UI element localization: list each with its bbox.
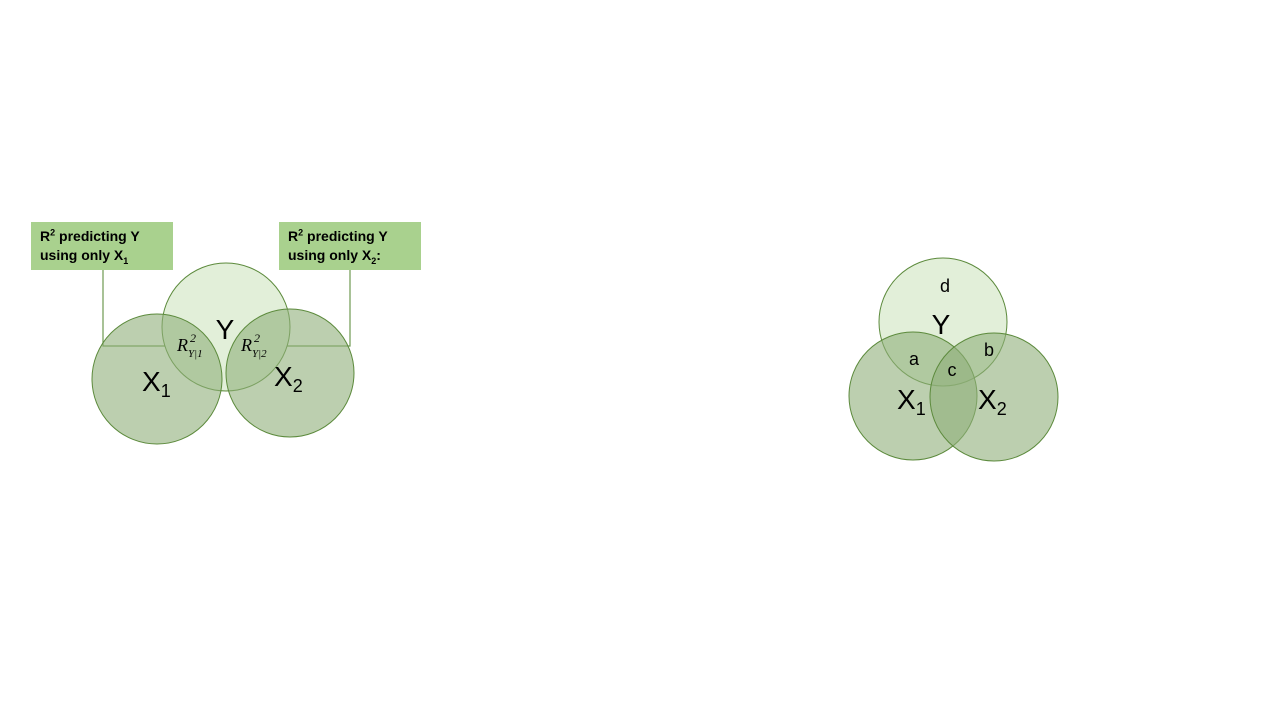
callout-left-line2: using only X1 — [40, 246, 165, 265]
left-x2-label: X2 — [274, 361, 303, 396]
overlap-y-x2-formula: R 2 Y|2 — [240, 331, 267, 360]
callout-left-r: R — [40, 228, 51, 244]
callout-left-line1: R2 predicting Y — [40, 227, 165, 246]
left-x1-label-sub: 1 — [161, 381, 171, 401]
callout-left-using: using only X — [40, 247, 124, 263]
callout-right-using: using only X — [288, 247, 372, 263]
callout-right-sub: 2 — [371, 255, 377, 266]
left-y-label: Y — [216, 314, 235, 345]
region-c-label: c — [948, 360, 957, 380]
callout-left-sub: 1 — [123, 255, 129, 266]
overlap-left-sub: Y|1 — [188, 348, 203, 360]
overlap-left-sup: 2 — [190, 331, 196, 345]
callout-right-suffix: : — [376, 247, 381, 263]
callout-left-sup: 2 — [50, 227, 56, 238]
right-y-label: Y — [932, 309, 951, 340]
left-x1-label-main: X — [142, 366, 161, 397]
right-x2-circle — [929, 332, 1059, 462]
region-b-label: b — [984, 340, 994, 360]
callout-r2-x1: R2 predicting Y using only X1 — [31, 222, 173, 270]
overlap-right-base: R — [240, 335, 252, 355]
right-x2-label-sub: 2 — [997, 399, 1007, 419]
left-x1-label: X1 — [142, 366, 171, 401]
right-x2-label-main: X — [978, 384, 997, 415]
overlap-right-sub: Y|2 — [252, 348, 267, 360]
region-a-label: a — [909, 349, 920, 369]
right-x1-label-sub: 1 — [916, 399, 926, 419]
right-x1-label: X1 — [897, 384, 926, 419]
right-x1-label-main: X — [897, 384, 916, 415]
overlap-right-sup: 2 — [254, 331, 260, 345]
region-d-label: d — [940, 276, 950, 296]
left-x2-circle — [225, 308, 355, 438]
callout-right-line2: using only X2: — [288, 246, 413, 265]
overlap-left-base: R — [176, 335, 188, 355]
right-x2-label: X2 — [978, 384, 1007, 419]
callout-right-sup: 2 — [298, 227, 304, 238]
callout-right-line1: R2 predicting Y — [288, 227, 413, 246]
callout-right-r: R — [288, 228, 299, 244]
left-x2-label-main: X — [274, 361, 293, 392]
callout-r2-x2: R2 predicting Y using only X2: — [279, 222, 421, 270]
left-x1-circle — [91, 313, 223, 445]
callout-left-predicting: predicting Y — [55, 228, 140, 244]
left-x2-label-sub: 2 — [293, 376, 303, 396]
callout-right-predicting: predicting Y — [303, 228, 388, 244]
overlap-y-x1-formula: R 2 Y|1 — [176, 331, 203, 360]
